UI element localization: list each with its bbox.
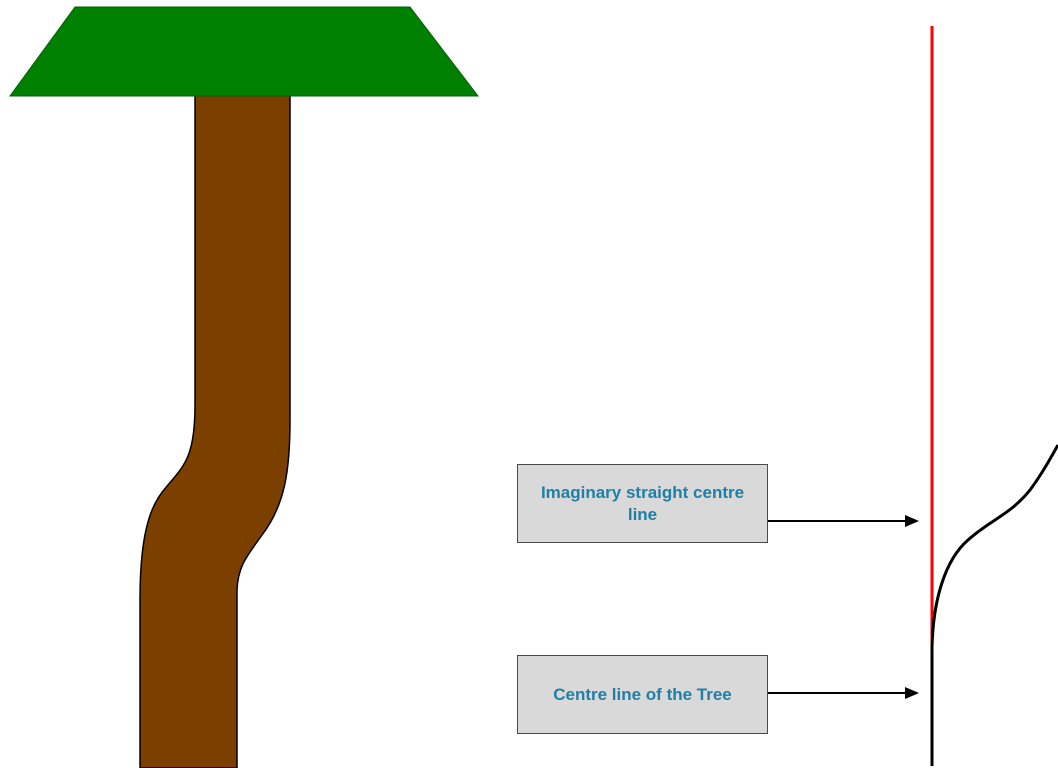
imaginary-line-label-box: Imaginary straight centre line (517, 464, 768, 543)
tree-line-label: Centre line of the Tree (553, 684, 732, 704)
tree-centre-line (930, 444, 1058, 766)
tree-canopy (9, 6, 480, 97)
tree-line-arrow (768, 687, 919, 699)
imaginary-line-label: Imaginary straight centre line (540, 482, 745, 524)
tree-line-label-box: Centre line of the Tree (517, 655, 768, 734)
tree-trunk (139, 91, 291, 768)
imaginary-line-arrow (768, 515, 919, 527)
